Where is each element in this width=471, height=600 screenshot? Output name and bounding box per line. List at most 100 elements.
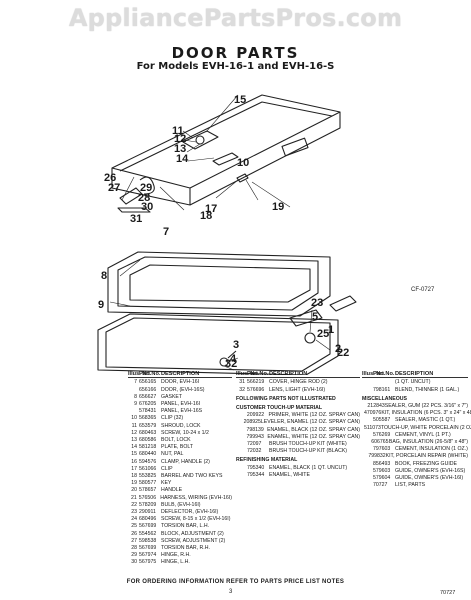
callout: 5 [312,311,319,323]
part-number: 653579 [139,422,157,429]
part-number: 72032 [247,448,262,455]
illus-number [236,427,246,434]
part-description: DOOR, (EVH-16S) [161,386,205,393]
part-number: 680586 [139,437,157,444]
part-number: 580577 [139,480,157,487]
illus-number: 17 [131,465,137,472]
illus-number [236,441,247,448]
part-number: 579603 [373,467,391,474]
callout: 14 [176,153,189,165]
illus-number [362,475,373,482]
name-plate [281,137,309,157]
part-description: CLIP [161,465,173,472]
illus-number [362,387,373,394]
illus-number: 30 [131,559,137,566]
callout: 17 [205,203,218,215]
illus-number [128,408,139,415]
part-number: 594576 [139,458,157,465]
part-number: 656166 [139,386,157,393]
illus-number [362,468,373,475]
part-description: BULB, (EVH-16I) [161,501,201,508]
illus-number [362,432,373,439]
part-number: 470976 [364,410,382,417]
illus-number [236,448,247,455]
part-number: 567974 [139,552,157,559]
section-heading: CUSTOMER TOUCH-UP MATERIAL [236,405,323,412]
part-number: 561066 [139,465,157,472]
handle [329,295,357,312]
section-heading: REFINISHING MATERIAL [236,457,298,464]
part-description: BLEND, THINNER (1 GAL.) [395,386,460,393]
illus-number: 14 [131,444,137,451]
illus-number: 7 [134,379,137,386]
callout: 30 [141,201,154,213]
part-description: BAG, INSULATION (26-5/8" x 48") [388,439,468,446]
gasket [97,313,339,375]
section-heading: FOLLOWING PARTS NOT ILLUSTRATED [236,395,336,402]
callout: 26 [104,172,117,184]
part-description: CLIP (32) [161,415,184,422]
part-header: Part No. [373,371,395,377]
part-description: PANEL, EVH-16I [161,401,201,408]
illus-number: 9 [134,401,137,408]
part-description: (1 QT. UNCUT) [395,379,431,386]
illus-number [362,446,373,453]
inner-panel [107,251,331,317]
part-description: COVER, HINGE ROD (2) [269,379,328,386]
callout: 27 [108,182,121,194]
part-description: ENAMEL, BLACK (1 QT. UNCUT) [269,464,348,471]
part-code: 70727 [440,590,456,596]
callout: 8 [101,270,108,282]
part-number: 576696 [247,386,265,393]
illus-number: 26 [131,530,137,537]
part-number [373,379,395,386]
part-number: 680463 [139,429,157,436]
part-number: 554562 [139,530,157,537]
part-header: Part No. [247,371,269,377]
part-number: 290911 [139,509,156,516]
exploded-parts-diagram [97,94,357,375]
door-edge [111,111,341,205]
illus-number [236,434,247,441]
part-description: ENAMEL, BLACK (12 OZ. SPRAY CAN) [267,426,360,433]
part-number: 567699 [139,523,157,530]
part-description: DEFLECTOR, (EVH-16I) [161,509,219,516]
part-number: 576506 [138,494,157,501]
page-subtitle: For Models EVH-16-1 and EVH-16-S [136,61,335,72]
part-number: 208925 [243,419,261,426]
part-description: NUT, PAL [161,451,184,458]
part-description: BARREL AND TWO KEYS [161,473,223,480]
callout: 31 [130,213,143,225]
illus-number [362,439,371,446]
illus-number: 31 [239,379,245,386]
part-number: 581218 [139,444,157,451]
illus-number: 23 [131,509,137,516]
part-header: Part No. [139,371,161,377]
callout: 3 [233,339,240,351]
column-header: Illus. No. Part No. DESCRIPTION [236,371,360,379]
part-description: SEALER, MASTIC (1 QT.) [395,417,456,424]
callout: 25 [317,328,330,340]
illus-number: 15 [131,451,137,458]
illus-number: 25 [131,523,137,530]
